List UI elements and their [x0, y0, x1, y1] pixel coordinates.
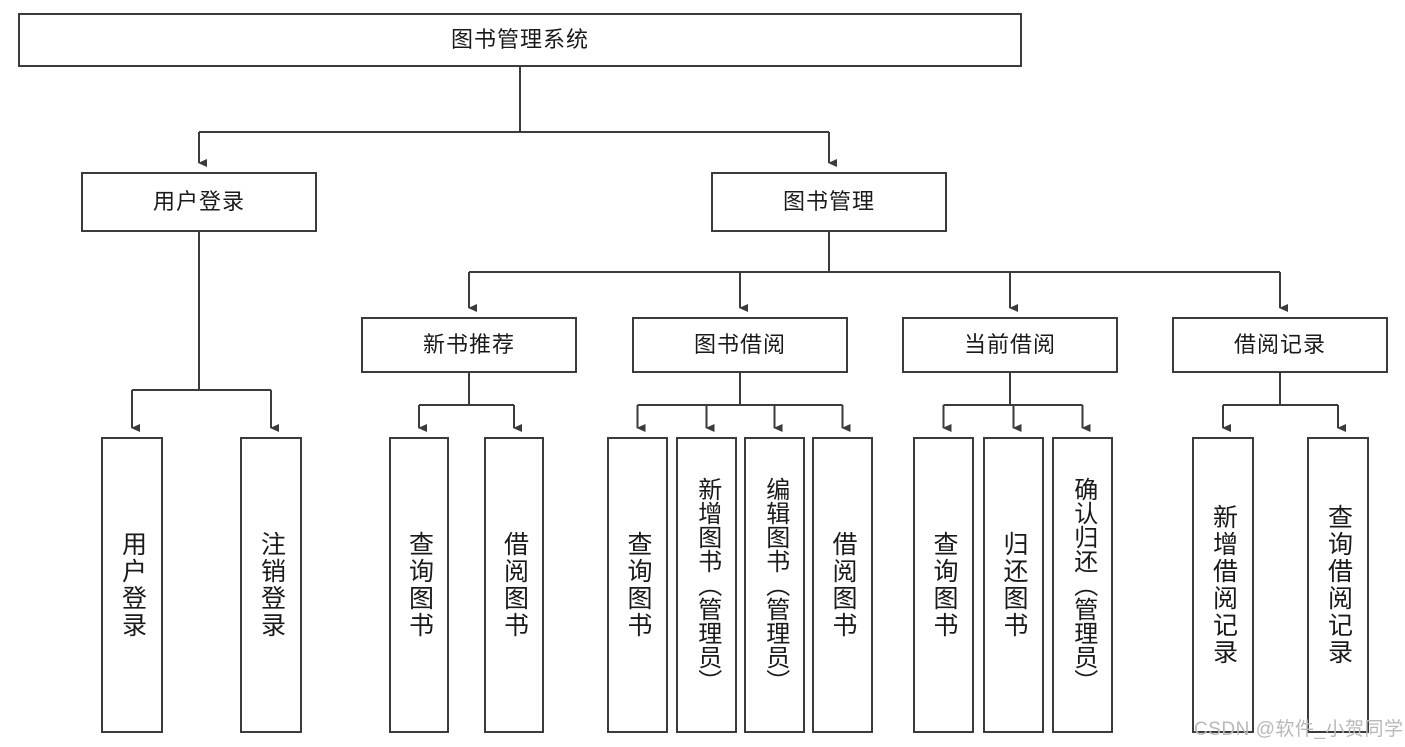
node-label: 新书推荐 — [422, 332, 515, 358]
node-label: 查询借阅记录 — [1324, 504, 1353, 666]
node-label: 用户登录 — [152, 189, 245, 215]
node-label: 当前借阅 — [963, 332, 1056, 358]
node-current-borrow[interactable]: 当前借阅 — [902, 317, 1118, 373]
node-label: 图书借阅 — [693, 332, 786, 358]
node-user-login[interactable]: 用户登录 — [81, 172, 317, 232]
node-label: 查询图书 — [624, 531, 652, 639]
node-book-management[interactable]: 图书管理 — [711, 172, 947, 232]
leaf-add-book-admin[interactable]: 新增图书（管理员） — [676, 437, 737, 733]
node-label: 归还图书 — [1000, 531, 1028, 639]
node-label: 查询图书 — [930, 531, 958, 639]
leaf-query-book-recommend[interactable]: 查询图书 — [389, 437, 449, 733]
node-label: 注销登录 — [257, 531, 286, 639]
leaf-query-book[interactable]: 查询图书 — [607, 437, 668, 733]
node-label: 查询图书 — [405, 531, 434, 639]
node-root[interactable]: 图书管理系统 — [18, 13, 1022, 67]
leaf-add-borrow-record[interactable]: 新增借阅记录 — [1192, 437, 1254, 733]
leaf-user-login[interactable]: 用户登录 — [101, 437, 163, 733]
node-new-book-recommend[interactable]: 新书推荐 — [361, 317, 577, 373]
node-label: 图书管理系统 — [450, 27, 589, 53]
node-borrow-record[interactable]: 借阅记录 — [1172, 317, 1388, 373]
node-label: 新增借阅记录 — [1209, 504, 1238, 666]
leaf-logout[interactable]: 注销登录 — [240, 437, 302, 733]
node-label: 编辑图书（管理员） — [761, 477, 789, 693]
node-label: 借阅图书 — [500, 531, 529, 639]
node-book-borrow[interactable]: 图书借阅 — [632, 317, 848, 373]
leaf-borrow-book[interactable]: 借阅图书 — [812, 437, 873, 733]
leaf-borrow-book-recommend[interactable]: 借阅图书 — [484, 437, 544, 733]
node-label: 确认归还（管理员） — [1069, 477, 1097, 693]
node-label: 用户登录 — [118, 531, 147, 639]
node-label: 借阅记录 — [1233, 332, 1326, 358]
node-label: 借阅图书 — [829, 531, 857, 639]
leaf-query-borrow-record[interactable]: 查询借阅记录 — [1307, 437, 1369, 733]
node-label: 图书管理 — [782, 189, 875, 215]
leaf-confirm-return-admin[interactable]: 确认归还（管理员） — [1052, 437, 1113, 733]
leaf-edit-book-admin[interactable]: 编辑图书（管理员） — [744, 437, 805, 733]
leaf-query-book-current[interactable]: 查询图书 — [913, 437, 974, 733]
leaf-return-book[interactable]: 归还图书 — [983, 437, 1044, 733]
node-label: 新增图书（管理员） — [693, 477, 721, 693]
